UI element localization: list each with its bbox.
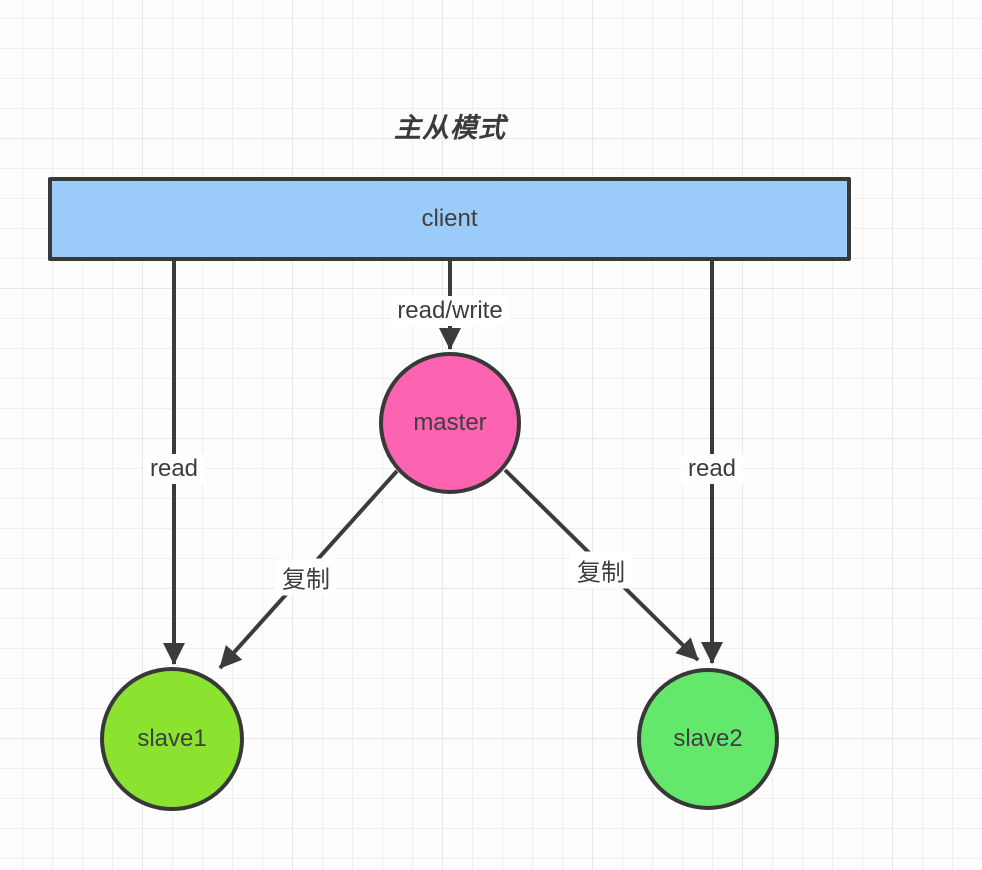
node-slave2-label: slave2 bbox=[673, 725, 743, 752]
edge-label-read-write: read/write bbox=[390, 296, 510, 326]
node-master-label: master bbox=[413, 409, 487, 436]
node-client-label: client bbox=[421, 205, 478, 232]
diagram-title: 主从模式 bbox=[394, 113, 506, 143]
node-master: master bbox=[379, 352, 521, 494]
edge-label-replicate-right: 复制 bbox=[570, 551, 632, 589]
node-slave1-label: slave1 bbox=[137, 725, 207, 752]
edge-label-read-right: read bbox=[680, 454, 744, 484]
node-client: client bbox=[48, 177, 851, 261]
node-slave1: slave1 bbox=[100, 667, 244, 811]
node-slave2: slave2 bbox=[637, 668, 779, 810]
edge-label-replicate-left: 复制 bbox=[275, 558, 337, 596]
edge-label-read-left: read bbox=[142, 454, 206, 484]
